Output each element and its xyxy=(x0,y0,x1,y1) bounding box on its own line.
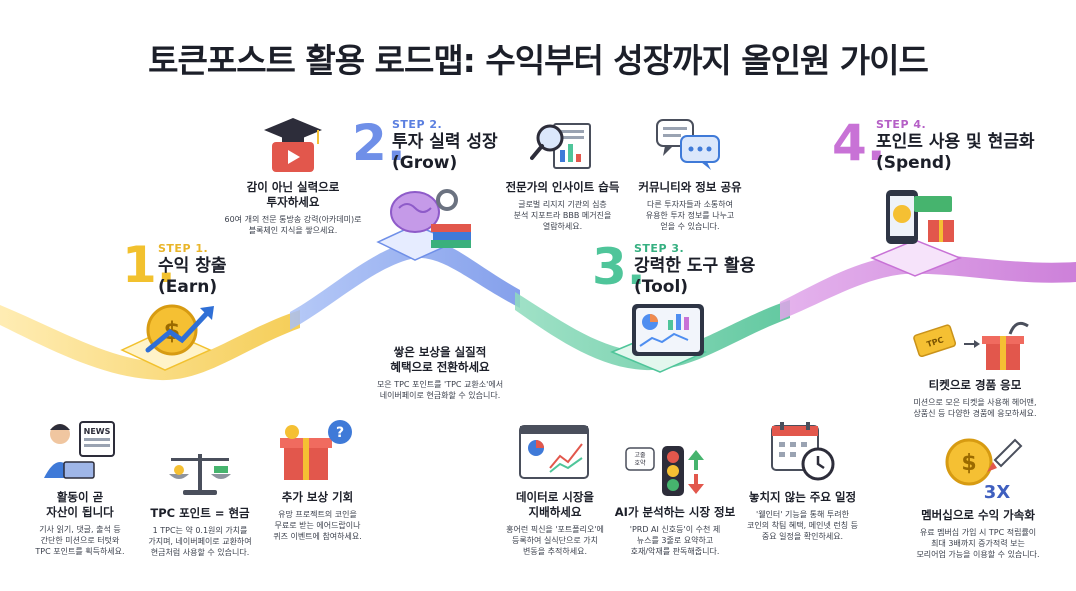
step3-heading: 강력한 도구 활용 (Tool) xyxy=(634,256,756,297)
step2-label: STEP 2. xyxy=(392,118,443,131)
graduation-video-icon xyxy=(264,118,322,172)
chat-bubbles-icon xyxy=(656,119,720,170)
coin-rocket-3x-icon: $ 3X xyxy=(945,438,1023,503)
ticket-gift-icon: TPC xyxy=(913,321,1029,370)
magnifier-report-icon xyxy=(530,123,591,169)
step3-label: STEP 3. xyxy=(634,242,685,255)
step4-heading: 포인트 사용 및 현금화 (Spend) xyxy=(876,132,1035,173)
phone-cash-gift-icon xyxy=(886,190,954,244)
calendar-clock-icon xyxy=(771,422,835,481)
analytics-window-icon xyxy=(519,425,589,479)
membership-badge: 3X xyxy=(984,482,1011,503)
news-badge: NEWS xyxy=(84,427,111,436)
step1-number: 1. xyxy=(122,236,176,294)
step3-number: 3. xyxy=(592,238,646,296)
dashboard-icon xyxy=(632,304,704,356)
ai-bubble-line1: 고줄 xyxy=(634,452,646,459)
item-data-market: 데이터로 시장을 지배하세요 홍어런 픽신을 '포트폴리오'에 등록하여 실식단… xyxy=(506,490,604,556)
item-convert: 쌓은 보상을 실질적 혜택으로 전환하세요 모은 TPC 포인트를 'TPC 교… xyxy=(376,345,504,400)
step1-label: STEP 1. xyxy=(158,242,209,255)
svg-text:$: $ xyxy=(961,451,976,476)
item-activity: 활동이 곧 자산이 됩니다 기사 읽기, 댓글, 출석 등 간단한 미션으로 터… xyxy=(35,490,125,556)
svg-text:?: ? xyxy=(336,425,344,441)
page-title: 토큰포스트 활용 로드맵: 수익부터 성장까지 올인원 가이드 xyxy=(148,41,929,80)
item-schedule: 놓치지 않는 주요 일정 '웰인터' 기능을 통해 투려한 코인의 착팀 혜택,… xyxy=(747,490,858,541)
item-tpc-cash: TPC 포인트 = 현금 1 TPC는 약 0.1원의 가치를 가지며, 네이버… xyxy=(148,506,252,557)
step1-heading: 수익 창출 (Earn) xyxy=(158,256,227,297)
traffic-light-icon: 고줄 호약 xyxy=(625,446,704,496)
step4-number: 4. xyxy=(832,114,886,172)
step2-heading: 투자 실력 성장 (Grow) xyxy=(392,132,498,173)
ai-bubble-line2: 호약 xyxy=(634,459,646,467)
item-membership: 멤버십으로 수익 가속화 유료 멤버십 가입 시 TPC 적립률이 최대 3배까… xyxy=(916,508,1040,559)
item-extra-reward: 추가 보상 기회 유망 프로젝트의 코인을 무료로 받는 에어드랍이나 퀴즈 이… xyxy=(273,490,362,541)
item-ai-info: AI가 분석하는 시장 정보 'PRD AI 신호등'이 수천 제 뉴스를 3줄… xyxy=(614,505,736,556)
item-community: 커뮤니티와 정보 공유 다른 투자자들과 소통하여 유용한 투자 정보를 나누고… xyxy=(638,180,742,231)
item-skill: 감이 아닌 실력으로 투자하세요 60여 개의 전문 통방송 강력(아카데미)로… xyxy=(224,180,362,235)
coin-growth-icon: $ xyxy=(145,304,214,356)
step2-number: 2. xyxy=(352,114,406,172)
step4-label: STEP 4. xyxy=(876,118,927,131)
item-insight: 전문가의 인사이트 습득 글로벌 리지지 기관의 심층 분석 지포트라 BBB … xyxy=(505,180,620,231)
brain-books-icon xyxy=(390,189,471,248)
balance-scale-icon xyxy=(169,454,231,495)
news-reader-icon: NEWS xyxy=(44,421,115,479)
gift-question-icon: ? xyxy=(280,420,352,480)
item-ticket: 티켓으로 경품 응모 미션으로 모은 티켓을 사용해 헤어맨, 상품신 등 다양… xyxy=(913,378,1037,418)
